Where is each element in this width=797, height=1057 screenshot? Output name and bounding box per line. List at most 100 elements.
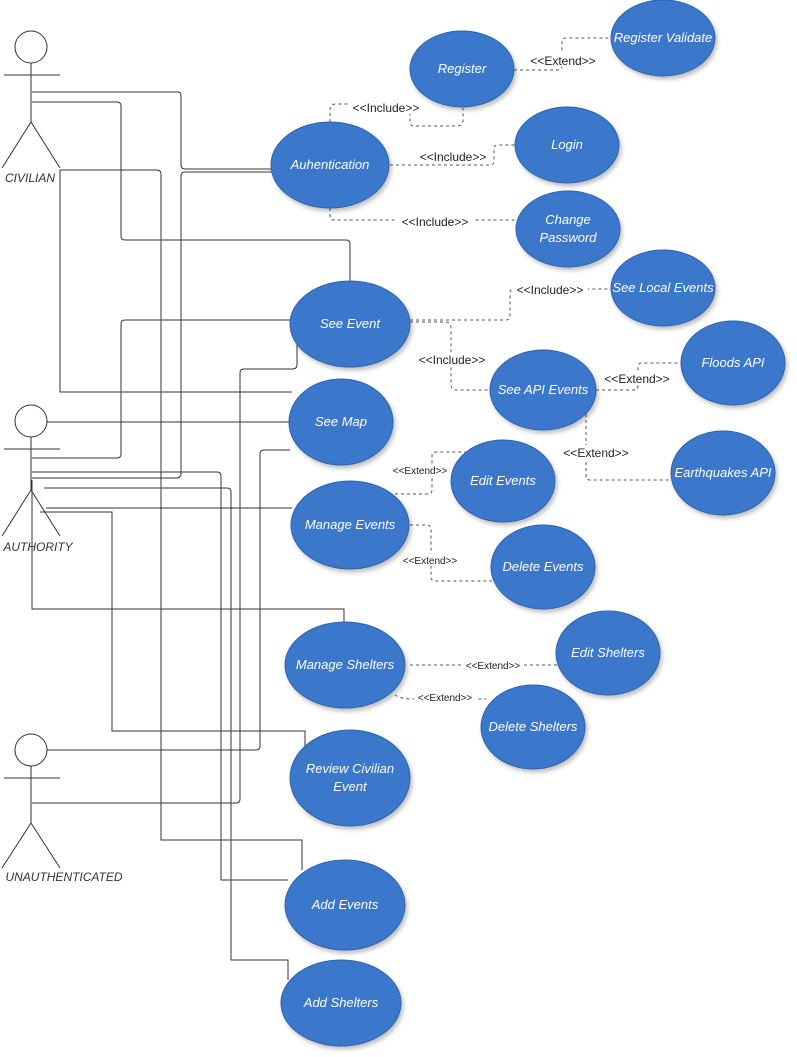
usecase-label: See Map [315,414,367,429]
stereo-text: <<Include>> [420,150,487,164]
stereo-auth-register: <<Include>> [348,100,424,115]
usecase-shape [289,280,411,368]
usecase-label: Add Events [311,897,379,912]
usecase-see-event[interactable]: See Event [289,280,411,368]
assoc-civilian-authentication [32,91,272,170]
usecase-delete-shelters[interactable]: Delete Shelters [480,684,586,770]
assoc-authority-see-event [32,319,292,459]
stereo-see-event-local: <<Include>> [512,282,588,297]
usecase-label: Edit Events [470,473,536,488]
stereo-text: <<Include>> [353,101,420,115]
usecase-shape [680,320,786,406]
stereo-text: <<Include>> [419,353,486,367]
usecase-shape [288,378,394,466]
usecase-see-local-events[interactable]: See Local Events [610,249,716,327]
assoc-civilian-see-map [59,170,292,393]
usecase-shape [610,0,716,77]
assoc-authority-manage-shelters [31,480,345,622]
usecase-label: Login [551,137,583,152]
usecase-edit-events[interactable]: Edit Events [450,439,556,523]
stereo-text: <<Extend>> [393,466,448,477]
usecase-label: Register [438,61,487,76]
actor-head-icon [14,30,48,64]
usecase-label: Password [539,230,597,245]
stereo-text: <<Extend>> [563,446,628,460]
usecase-add-shelters[interactable]: Add Shelters [280,959,402,1047]
stereo-api-earthquakes: <<Extend>> [560,445,632,460]
usecase-label: Delete Shelters [489,719,578,734]
assoc-authority-add-shelters [44,487,289,980]
assoc-civilian-review [60,169,303,870]
stereo-auth-login: <<Include>> [415,149,491,164]
usecase-label: Manage Shelters [296,657,395,672]
usecase-label: Auhentication [290,157,370,172]
assoc-authority-review [40,511,306,750]
stereo-api-floods: <<Extend>> [601,371,673,386]
actor-label-authority: AUTHORITY [2,540,73,554]
usecase-shape [280,959,402,1047]
usecase-shape [290,480,410,570]
usecase-shape [289,729,411,827]
usecase-shape [489,349,597,431]
actor-label-unauthenticated: UNAUTHENTICATED [5,870,122,884]
usecase-label: Delete Events [503,559,584,574]
usecase-shape [610,249,716,327]
usecase-login[interactable]: Login [514,106,620,184]
usecase-label: Edit Shelters [571,645,645,660]
usecase-shape [284,621,406,709]
usecase-shape [514,106,620,184]
actors: CIVILIAN AUTHORITY UNAUTHENTICATED [1,30,123,884]
stereo-text: <<Include>> [402,215,469,229]
usecase-label: Earthquakes API [674,465,771,480]
usecase-manage-shelters[interactable]: Manage Shelters [284,621,406,709]
usecase-shape [270,121,390,209]
usecase-manage-events[interactable]: Manage Events [290,480,410,570]
usecase-see-api-events[interactable]: See API Events [489,349,597,431]
association-lines [31,91,351,980]
stereo-text: <<Extend>> [466,661,521,672]
usecase-shape [515,190,621,268]
actor-head-icon [14,404,48,438]
usecase-label: Add Shelters [303,995,379,1010]
stereo-text: <<Extend>> [604,372,669,386]
usecase-label: Register Validate [614,30,713,45]
stereo-text: <<Extend>> [418,693,473,704]
stereo-manage-delete-shelters: <<Extend>> [414,691,476,704]
usecase-shape [284,859,406,951]
stereo-see-event-api: <<Include>> [414,352,490,367]
stereo-register-validate: <<Extend>> [525,53,601,68]
usecase-authentication[interactable]: Auhentication [270,121,390,209]
usecase-label: Change [545,212,591,227]
stereotype-labels: <<Extend>> <<Include>> <<Include>> <<Inc… [348,53,673,704]
actor-civilian[interactable]: CIVILIAN [1,30,61,185]
stereo-text: <<Include>> [517,283,584,297]
actor-unauthenticated[interactable]: UNAUTHENTICATED [1,733,123,884]
usecase-edit-shelters[interactable]: Edit Shelters [555,610,661,696]
usecase-add-events[interactable]: Add Events [284,859,406,951]
assoc-unauth-see-map [32,343,298,804]
usecase-label: Event [333,779,368,794]
actor-authority[interactable]: AUTHORITY [1,404,74,554]
assoc-authority-authentication [32,171,272,479]
stereo-manage-edit-shelters: <<Extend>> [462,659,524,672]
stereo-manage-delete-events: <<Extend>> [399,554,461,567]
usecase-see-map[interactable]: See Map [288,378,394,466]
usecase-shape [670,430,776,516]
assoc-authority-add-events [32,471,288,881]
actor-head-icon [14,733,48,767]
usecase-register-validate[interactable]: Register Validate [610,0,716,77]
usecase-shape [409,30,515,108]
usecase-delete-events[interactable]: Delete Events [490,524,596,610]
actor-label-civilian: CIVILIAN [5,171,55,185]
assoc-civilian-see-event [32,101,351,282]
usecase-earthquakes-api[interactable]: Earthquakes API [670,430,776,516]
usecase-label: Manage Events [305,517,396,532]
assoc-unauth-see-event [46,449,290,751]
usecase-floods-api[interactable]: Floods API [680,320,786,406]
usecase-label: Review Civilian [306,761,394,776]
usecase-register[interactable]: Register [409,30,515,108]
